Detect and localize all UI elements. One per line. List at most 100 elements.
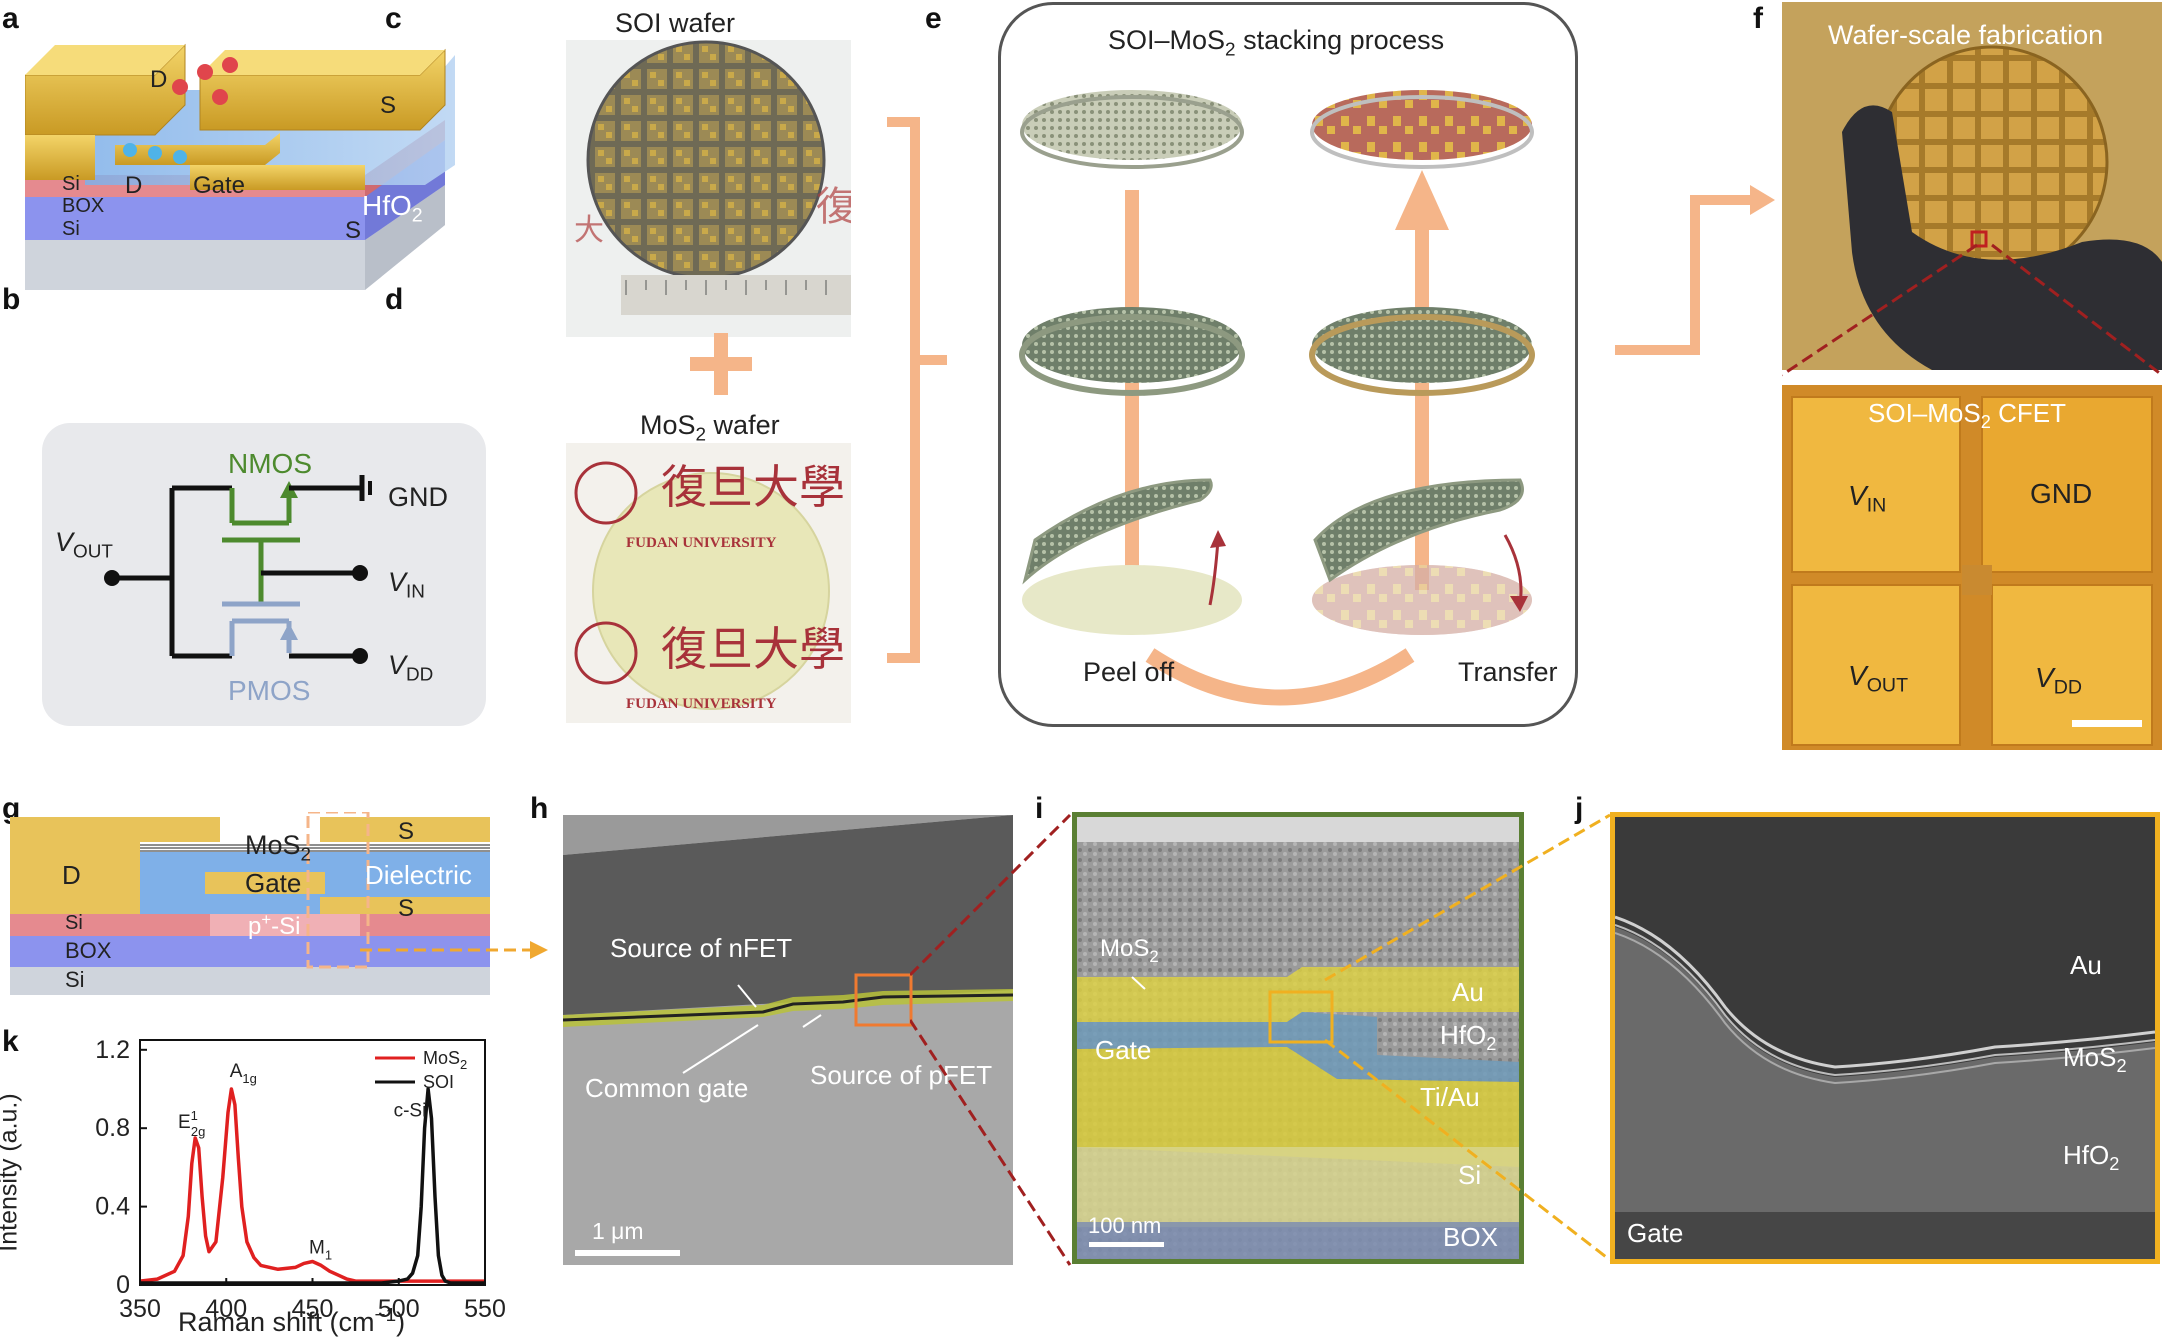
soi-wafer-image: 大 復 xyxy=(574,40,856,315)
g-label-d: D xyxy=(62,860,81,890)
g-to-h-arrow xyxy=(360,941,548,959)
panel-f-device-micrograph xyxy=(1782,385,2162,750)
k-ylabel: Intensity (a.u.) xyxy=(0,1093,23,1252)
d-title: MoS2 wafer xyxy=(640,410,780,446)
wafer-in-hand-image xyxy=(1782,2,2162,371)
panel-b-circuit xyxy=(104,475,372,664)
panel-label-d: d xyxy=(385,283,404,316)
panel-f-photo xyxy=(1782,2,2162,371)
f-label-vout: VOUT xyxy=(1848,660,1909,697)
e-label-peel-off: Peel off xyxy=(1083,657,1175,687)
i-scale-bar-label: 100 nm xyxy=(1088,1213,1162,1238)
i-label-box: BOX xyxy=(1443,1222,1498,1252)
k-xtick-label: 450 xyxy=(292,1295,334,1323)
a-label-box: BOX xyxy=(62,195,105,217)
d-stamp-top: FUDAN UNIVERSITY xyxy=(626,535,777,551)
a-label-gate: Gate xyxy=(193,172,246,199)
g-label-mos2: MoS2 xyxy=(245,830,312,866)
g-label-gate: Gate xyxy=(245,868,302,898)
a-label-s-top: S xyxy=(380,92,397,119)
panel-label-i: i xyxy=(1035,792,1044,825)
k-xtick-label: 500 xyxy=(378,1295,420,1323)
svg-text:復旦大學: 復旦大學 xyxy=(661,623,845,675)
e-label-transfer: Transfer xyxy=(1458,657,1558,687)
g-label-s-low: S xyxy=(398,895,415,922)
panel-label-j: j xyxy=(1575,792,1584,825)
f-label-vdd: VDD xyxy=(2035,662,2082,699)
f-title: Wafer-scale fabrication xyxy=(1828,20,2104,50)
panel-e-frame xyxy=(998,2,1578,727)
panel-j-hrtem-image xyxy=(1610,812,2160,1264)
k-series-line-0 xyxy=(139,1087,485,1283)
cfet-device-image xyxy=(1782,385,2162,750)
g-label-box: BOX xyxy=(65,938,112,963)
b-label-gnd: GND xyxy=(388,482,448,512)
i-label-tiau: Ti/Au xyxy=(1420,1082,1480,1112)
panel-g-cross-section xyxy=(10,812,490,995)
panel-h-tem-image xyxy=(563,815,1013,1265)
k-ytick-label: 1.2 xyxy=(95,1036,130,1064)
panel-label-f: f xyxy=(1753,2,1763,35)
b-label-vin: VIN xyxy=(388,567,425,603)
panel-label-g: g xyxy=(2,792,21,825)
i-to-j-zoom-lines xyxy=(1324,813,1611,1262)
hrtem-image xyxy=(1615,817,2155,1259)
k-legend-label-0: MoS2 xyxy=(423,1048,467,1072)
k-annotation-2: M1 xyxy=(309,1238,332,1263)
panel-d-photo: 復旦大學 復旦大學 FUDAN UNIVERSITY FUDAN UNIVERS… xyxy=(566,443,851,723)
a-label-si2: Si xyxy=(62,218,80,240)
zoom-lines-f xyxy=(1782,243,2162,377)
arrow-to-f xyxy=(1615,185,1775,355)
tem-false-color xyxy=(1077,817,1519,1259)
i-label-gate: Gate xyxy=(1095,1035,1152,1065)
k-series xyxy=(139,1087,485,1285)
i-label-mos2: MoS2 xyxy=(1100,935,1159,966)
a-label-s-low: S xyxy=(345,217,362,244)
c-title: SOI wafer xyxy=(615,8,736,38)
h-to-i-zoom-lines xyxy=(910,813,1072,1266)
k-legend-label-1: SOI xyxy=(423,1072,454,1092)
i-label-au: Au xyxy=(1452,977,1484,1007)
a-label-hfo2: HfO2 xyxy=(362,190,423,227)
bracket-arrow xyxy=(887,117,947,663)
panel-label-b: b xyxy=(2,283,21,316)
h-label-source-nfet: Source of nFET xyxy=(610,933,793,963)
a-label-d-top: D xyxy=(150,66,168,93)
h-scale-bar-label: 1 μm xyxy=(592,1218,644,1244)
plus-vertical xyxy=(714,333,728,395)
g-label-si: Si xyxy=(65,912,83,934)
d-stamp-bottom: FUDAN UNIVERSITY xyxy=(626,696,777,712)
g-label-s-top: S xyxy=(398,818,415,845)
f-label-gnd: GND xyxy=(2030,478,2093,509)
b-label-vout: VOUT xyxy=(55,527,113,563)
k-xtick-label: 350 xyxy=(119,1295,161,1323)
svg-text:復旦大學: 復旦大學 xyxy=(661,461,845,513)
b-label-pmos: PMOS xyxy=(228,675,311,706)
f-device-title: SOI–MoS2 CFET xyxy=(1868,398,2066,433)
j-label-au: Au xyxy=(2070,950,2102,980)
svg-text:復: 復 xyxy=(816,185,851,229)
panel-a-device-illustration xyxy=(25,43,455,290)
tem-low-mag xyxy=(563,815,1013,1265)
a-label-si: Si xyxy=(62,173,80,195)
k-ytick-label: 0 xyxy=(116,1271,130,1299)
k-xtick-label: 400 xyxy=(205,1295,247,1323)
panel-c-photo: 大 復 xyxy=(566,40,856,337)
panel-label-h: h xyxy=(530,792,549,825)
k-xlabel: Raman shift (cm−1) xyxy=(178,1305,406,1337)
panel-label-k: k xyxy=(2,1025,19,1058)
panel-label-c: c xyxy=(385,2,402,35)
panel-i-tem-image xyxy=(1072,812,1524,1264)
panel-label-a: a xyxy=(2,2,19,35)
k-ytick-label: 0.8 xyxy=(95,1114,130,1142)
j-label-gate: Gate xyxy=(1627,1218,1684,1248)
e-title: SOI–MoS2 stacking process xyxy=(1108,25,1445,61)
j-label-mos2: MoS2 xyxy=(2063,1042,2127,1077)
i-label-hfo2: HfO2 xyxy=(1440,1020,1497,1055)
k-annotation-3: c-Si xyxy=(394,1100,427,1121)
